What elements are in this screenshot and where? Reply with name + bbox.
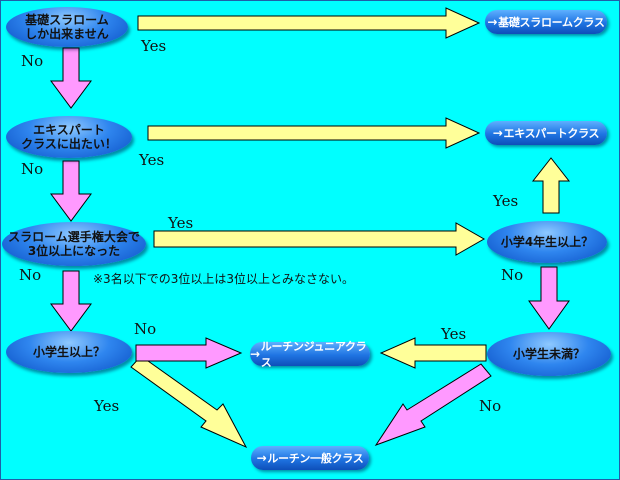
question-elementary-text: 小学生以上？ (32, 345, 105, 359)
yes-arrow-basic (137, 7, 481, 39)
class-basic-slalom[interactable]: → 基礎スラロームクラス (485, 10, 607, 34)
question-basic-only: 基礎スラローム しか出来ません (6, 7, 128, 47)
no-label-basic: No (21, 52, 44, 70)
yes-label-expert: Yes (139, 151, 165, 169)
no-label-expert: No (21, 160, 44, 178)
question-preschool-text: 小学生未満？ (512, 347, 585, 361)
no-label-elementary: No (134, 320, 157, 338)
no-label-grade4: No (501, 266, 524, 284)
question-elementary: 小学生以上？ (6, 331, 132, 373)
class-routine-junior-label: ルーチンジュニアクラス (260, 340, 367, 369)
yes-arrow-preschool (379, 337, 487, 369)
yes-arrow-elementary (130, 355, 248, 449)
class-expert-label: エキスパートクラス (503, 127, 600, 140)
question-grade4: 小学4年生以上？ (487, 221, 607, 263)
footnote: ※3名以下での3位以上は3位以上とみなさない。 (93, 272, 354, 286)
question-preschool: 小学生未満？ (487, 332, 611, 376)
no-arrow-3 (50, 270, 92, 332)
yes-label-grade4: Yes (493, 192, 519, 210)
class-basic-slalom-label: 基礎スラロームクラス (498, 16, 605, 29)
no-arrow-2 (50, 160, 92, 222)
yes-label-basic: Yes (141, 37, 167, 55)
class-routine-junior[interactable]: → ルーチンジュニアクラス (250, 340, 370, 369)
question-champion: スラローム選手権大会で 3位以上になった (2, 222, 146, 266)
arrow-right-icon: → (487, 15, 498, 29)
yes-arrow-champion (153, 222, 486, 256)
no-arrow-1 (50, 47, 92, 109)
no-label-preschool: No (479, 397, 502, 415)
arrow-right-icon: → (250, 347, 260, 361)
arrow-right-icon: → (492, 126, 503, 140)
class-routine-general-label: ルーチン一般クラス (267, 452, 364, 465)
question-basic-only-text: 基礎スラローム しか出来ません (25, 13, 109, 41)
class-expert[interactable]: → エキスパートクラス (485, 121, 607, 145)
yes-label-champion: Yes (168, 214, 194, 232)
question-champion-text: スラローム選手権大会で 3位以上になった (8, 230, 140, 258)
question-expert: エキスパート クラスに出たい！ (6, 116, 132, 158)
class-routine-general[interactable]: → ルーチン一般クラス (251, 446, 369, 470)
yes-label-preschool: Yes (441, 325, 467, 343)
yes-arrow-grade4-up (531, 157, 571, 214)
question-expert-text: エキスパート クラスに出たい！ (21, 123, 117, 151)
arrow-right-icon: → (256, 451, 267, 465)
yes-label-elementary: Yes (94, 397, 120, 415)
no-arrow-grade4 (528, 266, 570, 330)
no-arrow-preschool (374, 363, 492, 446)
yes-arrow-expert (147, 117, 481, 149)
no-arrow-elementary (135, 337, 243, 369)
question-grade4-text: 小学4年生以上？ (500, 235, 594, 249)
no-label-champion: No (19, 266, 42, 284)
